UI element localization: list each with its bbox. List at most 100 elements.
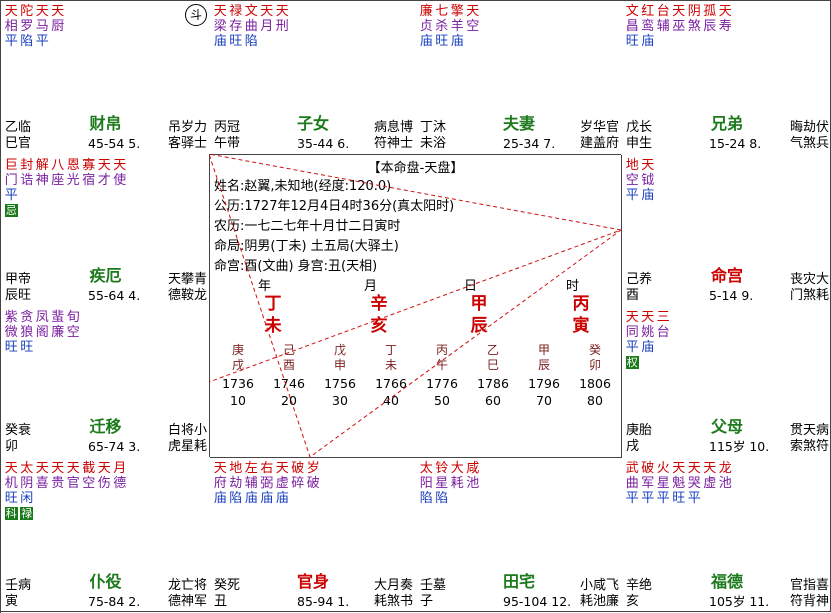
luck-char: 丙 <box>435 343 448 357</box>
god-line: 病息博 <box>373 120 413 135</box>
luck-age: 10 <box>230 393 246 408</box>
star-char: 擎 <box>450 4 464 19</box>
god-line: 吊岁力 <box>167 120 207 135</box>
luck-age: 40 <box>383 393 399 408</box>
stem-line: 乙临 <box>5 120 32 135</box>
god-line: 白将小 <box>167 423 207 438</box>
star-char: 座 <box>51 173 65 188</box>
palace-name[interactable]: 福德 <box>710 572 743 591</box>
stem-branch: 辛绝亥 <box>626 578 652 610</box>
star-column: 寡宿 <box>82 158 97 217</box>
star-column: 火星平 <box>656 461 671 506</box>
stem-line: 辰旺 <box>5 288 32 303</box>
star-char: 天 <box>213 461 227 476</box>
pillar-gan: 辛 <box>370 294 388 314</box>
stem-line: 甲帝 <box>5 272 32 287</box>
star-char: 破 <box>306 476 320 491</box>
age-range: 5-14 9. <box>709 288 754 303</box>
palace-name[interactable]: 迁移 <box>89 417 122 436</box>
star-char: 平 <box>641 491 655 506</box>
star-char: 天 <box>718 4 732 19</box>
luck-age: 50 <box>434 393 450 408</box>
palace-name[interactable]: 财帛 <box>89 114 122 133</box>
pillar-ganzhi: 甲辰 <box>468 293 490 337</box>
star-char: 龙 <box>718 461 732 476</box>
palace-name[interactable]: 官身 <box>296 572 329 591</box>
age-range: 105岁 11. <box>709 594 770 609</box>
luck-year: 1806 <box>579 376 611 391</box>
god-line: 耗池廉 <box>579 594 619 609</box>
age-range: 25-34 7. <box>503 136 556 151</box>
stem-line: 己养 <box>626 272 653 287</box>
star-char: 使 <box>113 173 127 188</box>
luck-ganzhi: 丁未 <box>379 343 403 373</box>
star-column: 左辅庙 <box>244 461 259 506</box>
star-column: 天空 <box>466 4 481 49</box>
star-char: 宿 <box>82 173 96 188</box>
star-char: 平 <box>4 34 18 49</box>
star-column: 三台 <box>656 310 671 369</box>
star-char: 咸 <box>466 461 480 476</box>
info-line: 命宫:酉(文曲) 身宫:丑(天相) <box>214 259 378 274</box>
palace-name[interactable]: 命宫 <box>710 266 743 285</box>
luck-char: 庚 <box>231 343 244 357</box>
pillar-gan: 丁 <box>264 294 282 314</box>
luck-char: 癸 <box>588 343 601 357</box>
star-column: 蜚廉 <box>51 310 66 355</box>
star-char: 空 <box>66 325 80 340</box>
star-column: 天府庙 <box>213 461 228 506</box>
star-char: 太 <box>20 461 34 476</box>
star-char: 哭 <box>687 476 701 491</box>
star-char: 铃 <box>435 461 449 476</box>
star-column: 封诰 <box>20 158 35 217</box>
star-list: 天梁庙禄存旺文曲陷天月天刑 <box>213 4 290 49</box>
palace-name[interactable]: 田宅 <box>502 572 535 591</box>
star-char: 劫 <box>229 476 243 491</box>
star-char: 辅 <box>656 19 670 34</box>
god-line: 贯天病 <box>789 423 829 438</box>
star-char: 陀 <box>20 4 34 19</box>
palace-name[interactable]: 仆役 <box>89 572 122 591</box>
star-column: 八座 <box>51 158 66 217</box>
star-column: 天哭平 <box>687 461 702 506</box>
star-char: 天 <box>687 461 701 476</box>
stem-line: 巳官 <box>5 136 32 151</box>
palace-name[interactable]: 子女 <box>296 114 329 133</box>
luck-char: 午 <box>435 358 448 372</box>
info-line: 姓名:赵翼,未知地(经度:120.0) <box>214 179 392 194</box>
star-char: 天 <box>641 310 655 325</box>
star-char: 庙 <box>419 34 433 49</box>
palace-name[interactable]: 疾厄 <box>89 266 122 285</box>
star-char: 天 <box>260 4 274 19</box>
star-char: 煞 <box>687 19 701 34</box>
palace-name[interactable]: 父母 <box>710 417 743 436</box>
star-column: 廉贞庙 <box>419 4 434 49</box>
star-column: 月德 <box>113 461 128 520</box>
star-char: 寿 <box>718 19 732 34</box>
star-char: 文 <box>244 4 258 19</box>
star-char: 平 <box>625 491 639 506</box>
palace-name[interactable]: 夫妻 <box>502 114 535 133</box>
star-char: 陷 <box>435 491 449 506</box>
star-char: 喜 <box>35 476 49 491</box>
pillar-gan: 丙 <box>572 294 590 314</box>
god-line: 耗煞书 <box>373 594 413 609</box>
pillar-zhi: 未 <box>264 316 282 336</box>
star-column: 龙池 <box>718 461 733 506</box>
palace-name[interactable]: 兄弟 <box>710 114 743 133</box>
luck-char: 申 <box>333 358 346 372</box>
star-char: 旺 <box>229 34 243 49</box>
star-char: 魁 <box>672 476 686 491</box>
